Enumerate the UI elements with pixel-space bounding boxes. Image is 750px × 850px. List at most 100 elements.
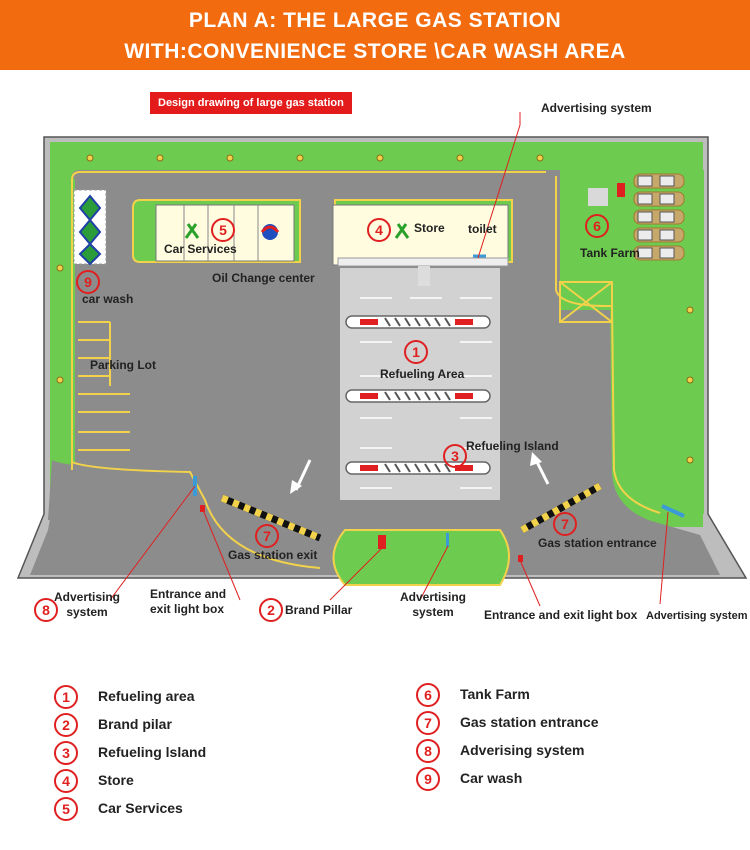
refueling-islands — [345, 315, 491, 475]
exit-arrow-head — [290, 480, 302, 494]
brush — [78, 242, 102, 266]
callout-line — [419, 545, 449, 601]
store-entrance-mat — [418, 266, 430, 286]
site-plan — [16, 112, 748, 607]
legend-number: 5 — [54, 797, 78, 821]
parking-lot-label: Parking Lot — [90, 358, 157, 372]
gas-station-exit-label: Gas station exit — [228, 548, 318, 562]
tank-boxes — [637, 175, 675, 259]
entrance-exit-right-label: Entrance and exit light box — [484, 608, 638, 622]
gas-station-entrance-label: Gas station entrance — [538, 536, 657, 550]
legend: 1 Refueling area 2 Brand pilar 3 Refueli… — [0, 675, 750, 850]
legend-number: 6 — [416, 683, 440, 707]
legend-number: 8 — [416, 739, 440, 763]
lamp-post — [686, 306, 694, 314]
legend-text: Tank Farm — [460, 686, 530, 702]
tank-box — [659, 247, 675, 259]
tank-box — [637, 175, 653, 187]
callout-line — [202, 509, 241, 601]
lamp-post — [376, 154, 384, 162]
lamp-post — [56, 264, 64, 272]
dispenser — [360, 465, 378, 471]
tank-box — [659, 211, 675, 223]
lamp-post — [686, 376, 694, 384]
refueling-island-label: Refueling Island — [466, 439, 559, 453]
road-edge-exit — [71, 461, 321, 569]
unloading-zone — [559, 281, 613, 323]
parking-lines — [78, 321, 130, 451]
store-canopy-edge — [337, 257, 509, 267]
dispenser — [455, 465, 473, 471]
legend-number: 1 — [54, 685, 78, 709]
marker-exit: 7 — [255, 524, 279, 548]
advertising-left-label: Advertising system — [54, 590, 121, 619]
entrance-exit-left-label: Entrance and exit light box — [150, 587, 227, 616]
lamp-post — [456, 154, 464, 162]
legend-text: Gas station entrance — [460, 714, 599, 730]
tank-box — [659, 229, 675, 241]
ad-sign-right — [661, 504, 685, 518]
marker-brand-pillar: 2 — [259, 598, 283, 622]
dispenser — [455, 393, 473, 399]
brand-island — [332, 529, 510, 586]
oil-change-label: Oil Change center — [212, 271, 315, 285]
tank-box — [637, 193, 653, 205]
tank-farm-label: Tank Farm — [580, 246, 640, 260]
marker-advertising: 8 — [34, 598, 58, 622]
entrance-arrow — [534, 459, 550, 485]
legend-text: Car Services — [98, 800, 183, 816]
lamp-post — [296, 154, 304, 162]
legend-text: Refueling area — [98, 688, 195, 704]
island-hatching — [384, 391, 451, 401]
tank-vent — [617, 183, 625, 197]
tank-pad — [588, 188, 608, 206]
car-services-logo-icon — [184, 223, 200, 239]
entrance-barrier — [520, 482, 602, 534]
exit-barrier — [220, 494, 322, 542]
store-logo-icon — [394, 223, 410, 239]
advertising-mid-label: Advertising system — [400, 590, 467, 619]
callout-lines — [109, 112, 669, 607]
toilet-label: toilet — [468, 222, 497, 236]
marker-car-services: 5 — [211, 218, 235, 242]
lamp-post — [156, 154, 164, 162]
store-label: Store — [414, 221, 445, 235]
car-wash-grass — [52, 176, 70, 466]
marker-entrance: 7 — [553, 512, 577, 536]
marker-store: 4 — [367, 218, 391, 242]
legend-text: Refueling lsland — [98, 744, 207, 760]
callout-line — [477, 112, 521, 259]
ad-sign-mid — [446, 533, 449, 547]
tank-box — [637, 247, 653, 259]
legend-number: 4 — [54, 769, 78, 793]
barrier-stripes — [220, 494, 322, 542]
lamp-post — [86, 154, 94, 162]
marker-car-wash: 9 — [76, 270, 100, 294]
tank-box — [637, 229, 653, 241]
legend-text: Adverising system — [460, 742, 585, 758]
dispenser — [360, 393, 378, 399]
brand-pillar-label: Brand Pillar — [285, 603, 353, 617]
dispenser — [360, 319, 378, 325]
legend-number: 9 — [416, 767, 440, 791]
lamp-post — [226, 154, 234, 162]
callout-line — [109, 485, 196, 601]
lane-arrows — [360, 297, 492, 489]
entrance-lightbox-left — [200, 505, 205, 512]
car-wash-label: car wash — [82, 292, 134, 306]
car-wash-brushes — [78, 194, 102, 266]
entrance-arrow-head — [530, 452, 542, 466]
title-line-1: PLAN A: THE LARGE GAS STATION — [188, 9, 562, 32]
legend-text: Store — [98, 772, 134, 788]
tank-box — [659, 193, 675, 205]
plan-label: Design drawing of large gas station — [150, 92, 352, 114]
lamp-post — [56, 376, 64, 384]
refueling-area-label: Refueling Area — [380, 367, 465, 381]
tank-box — [637, 211, 653, 223]
legend-number: 2 — [54, 713, 78, 737]
lamp-post — [536, 154, 544, 162]
car-services-label: Car Services — [164, 242, 237, 256]
brand-logo-swoosh — [260, 225, 280, 233]
legend-number: 7 — [416, 711, 440, 735]
lamp-post — [686, 456, 694, 464]
